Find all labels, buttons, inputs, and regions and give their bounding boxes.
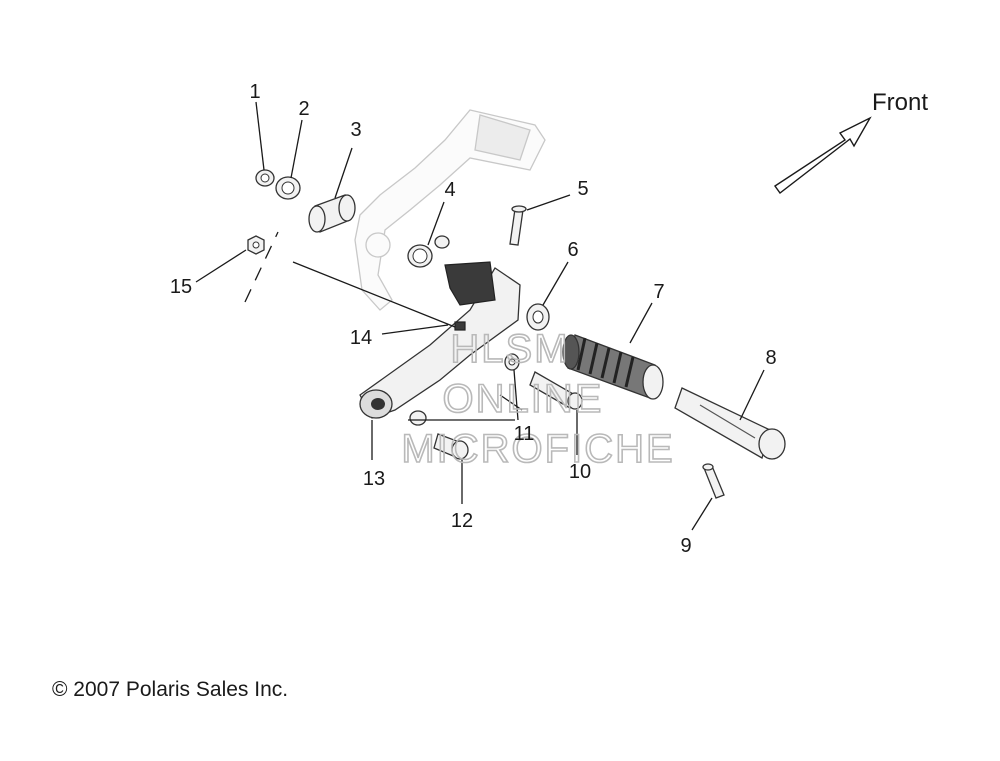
ghost-pedal [354, 109, 546, 311]
callout-11: 11 [514, 423, 535, 445]
part-2-washer[interactable] [275, 176, 301, 200]
watermark: HLSM ONLINE MICROFICHE [401, 326, 674, 472]
front-label: Front [872, 89, 928, 116]
part-10-bolt[interactable] [529, 371, 583, 410]
front-direction-arrow [774, 116, 872, 194]
callout-15: 15 [170, 276, 192, 298]
part-6-washer[interactable] [526, 303, 550, 331]
callout-8: 8 [765, 347, 776, 369]
callout-2: 2 [298, 98, 309, 120]
part-14-clip[interactable] [454, 321, 466, 331]
part-3-bushing[interactable] [308, 194, 356, 233]
part-9-spring-pin[interactable] [702, 463, 725, 499]
part-12-bolt[interactable] [433, 433, 469, 460]
part-15-nut[interactable] [247, 235, 265, 255]
callout-6: 6 [567, 239, 578, 261]
copyright-notice: © 2007 Polaris Sales Inc. [52, 678, 288, 701]
part-13-pedal-arm[interactable] [359, 235, 521, 419]
callout-10: 10 [569, 461, 591, 483]
part-7-footpeg-grip[interactable] [562, 334, 664, 400]
callout-7: 7 [653, 281, 664, 303]
callout-9: 9 [680, 535, 691, 557]
callout-numbers: 1 2 3 4 5 6 7 8 9 10 11 12 13 14 15 [170, 81, 777, 557]
callout-13: 13 [363, 468, 385, 490]
part-11-washer[interactable] [409, 353, 520, 426]
callout-4: 4 [444, 179, 455, 201]
callout-5: 5 [577, 178, 588, 200]
callout-3: 3 [350, 119, 361, 141]
part-8-footpeg-shaft[interactable] [674, 387, 786, 460]
callout-12: 12 [451, 510, 473, 532]
part-4-o-ring[interactable] [407, 244, 433, 268]
watermark-line-3: MICROFICHE [401, 427, 674, 471]
watermark-line-1: HLSM [450, 327, 569, 371]
callout-14: 14 [350, 327, 372, 349]
callout-leaders [195, 101, 765, 531]
watermark-line-2: ONLINE [443, 377, 604, 421]
part-5-pin[interactable] [509, 205, 527, 246]
assembly-centerlines [244, 231, 523, 421]
callout-1: 1 [249, 81, 260, 103]
part-1-snap-ring[interactable] [255, 169, 275, 187]
